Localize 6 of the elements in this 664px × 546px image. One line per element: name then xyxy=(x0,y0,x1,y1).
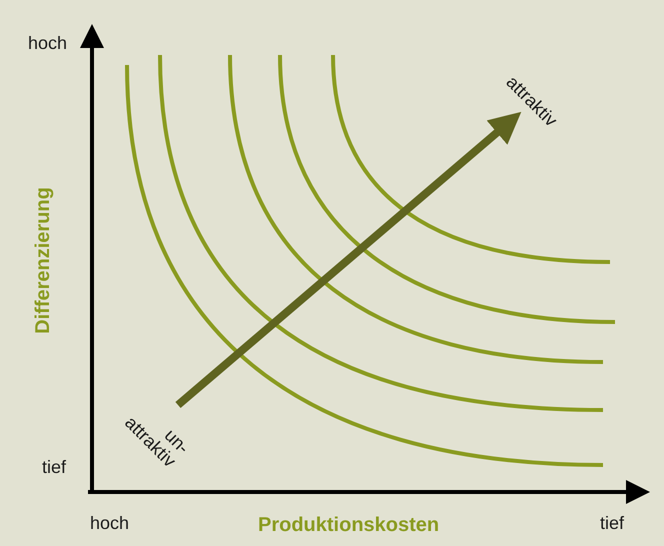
axis-label: hoch xyxy=(90,514,130,533)
axis-label: tief xyxy=(600,514,624,533)
axis-label: tief xyxy=(42,458,66,477)
axis-title: Produktionskosten xyxy=(258,515,440,536)
axis-title: Differenzierung xyxy=(32,187,54,334)
axis-label: hoch xyxy=(28,34,68,53)
